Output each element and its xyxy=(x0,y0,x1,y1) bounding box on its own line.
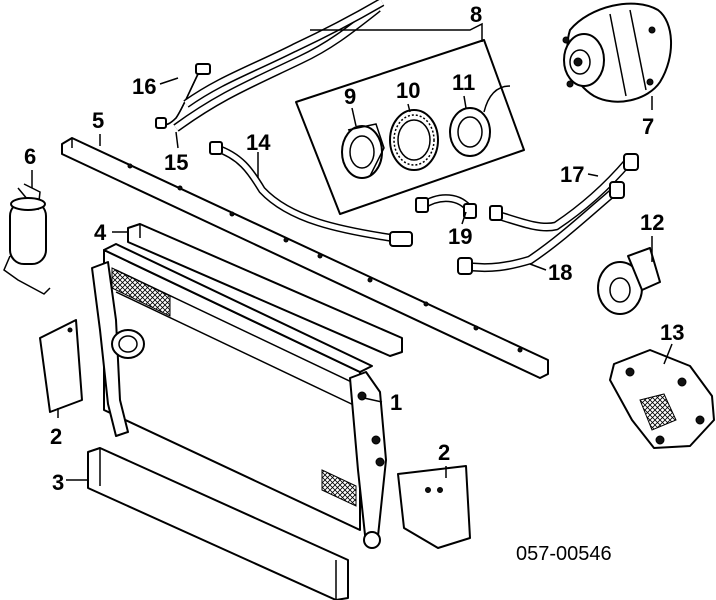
shield-plate-right xyxy=(397,465,471,549)
receiver-drier xyxy=(3,183,51,295)
callout-13: 13 xyxy=(660,320,684,345)
callout-2-right: 2 xyxy=(438,440,450,465)
callout-17: 17 xyxy=(560,162,584,187)
clutch-hub xyxy=(341,123,385,179)
callout-19: 19 xyxy=(448,224,472,249)
liquid-line xyxy=(209,141,413,247)
condenser xyxy=(91,243,387,549)
upper-mounting-bar xyxy=(61,137,549,379)
callout-14: 14 xyxy=(246,130,271,155)
diagram-code: 057-00546 xyxy=(516,543,612,565)
callout-labels: 1 2 2 3 4 5 6 7 8 9 10 11 12 13 14 15 16… xyxy=(24,2,684,565)
callout-5: 5 xyxy=(92,108,104,133)
mounting-bracket xyxy=(609,349,715,449)
callout-11: 11 xyxy=(452,70,475,95)
callout-1: 1 xyxy=(390,390,402,415)
callout-16: 16 xyxy=(132,74,156,99)
callout-10: 10 xyxy=(396,78,420,103)
upper-seal-strip xyxy=(127,223,403,357)
callout-6: 6 xyxy=(24,144,36,169)
callout-9: 9 xyxy=(344,84,356,109)
leader-lines xyxy=(31,22,673,481)
suction-hose xyxy=(173,0,385,132)
clutch-pulley xyxy=(389,109,439,171)
lower-seal-strip xyxy=(87,447,349,600)
suction-hose-assembly xyxy=(489,153,639,232)
discharge-hose xyxy=(155,63,211,129)
callout-7: 7 xyxy=(642,114,654,139)
discharge-hose-assembly xyxy=(457,181,625,275)
callout-12: 12 xyxy=(640,210,664,235)
refrigerant-pipe xyxy=(415,194,477,219)
callout-18: 18 xyxy=(548,260,572,285)
callout-2-left: 2 xyxy=(50,424,62,449)
compressor xyxy=(562,2,672,103)
clutch-coil xyxy=(449,85,511,157)
callout-3: 3 xyxy=(52,470,64,495)
callout-15: 15 xyxy=(164,150,188,175)
callout-4: 4 xyxy=(94,220,107,245)
idler-pulley xyxy=(597,247,661,315)
shield-plate-left xyxy=(39,319,83,413)
callout-8: 8 xyxy=(470,2,482,27)
